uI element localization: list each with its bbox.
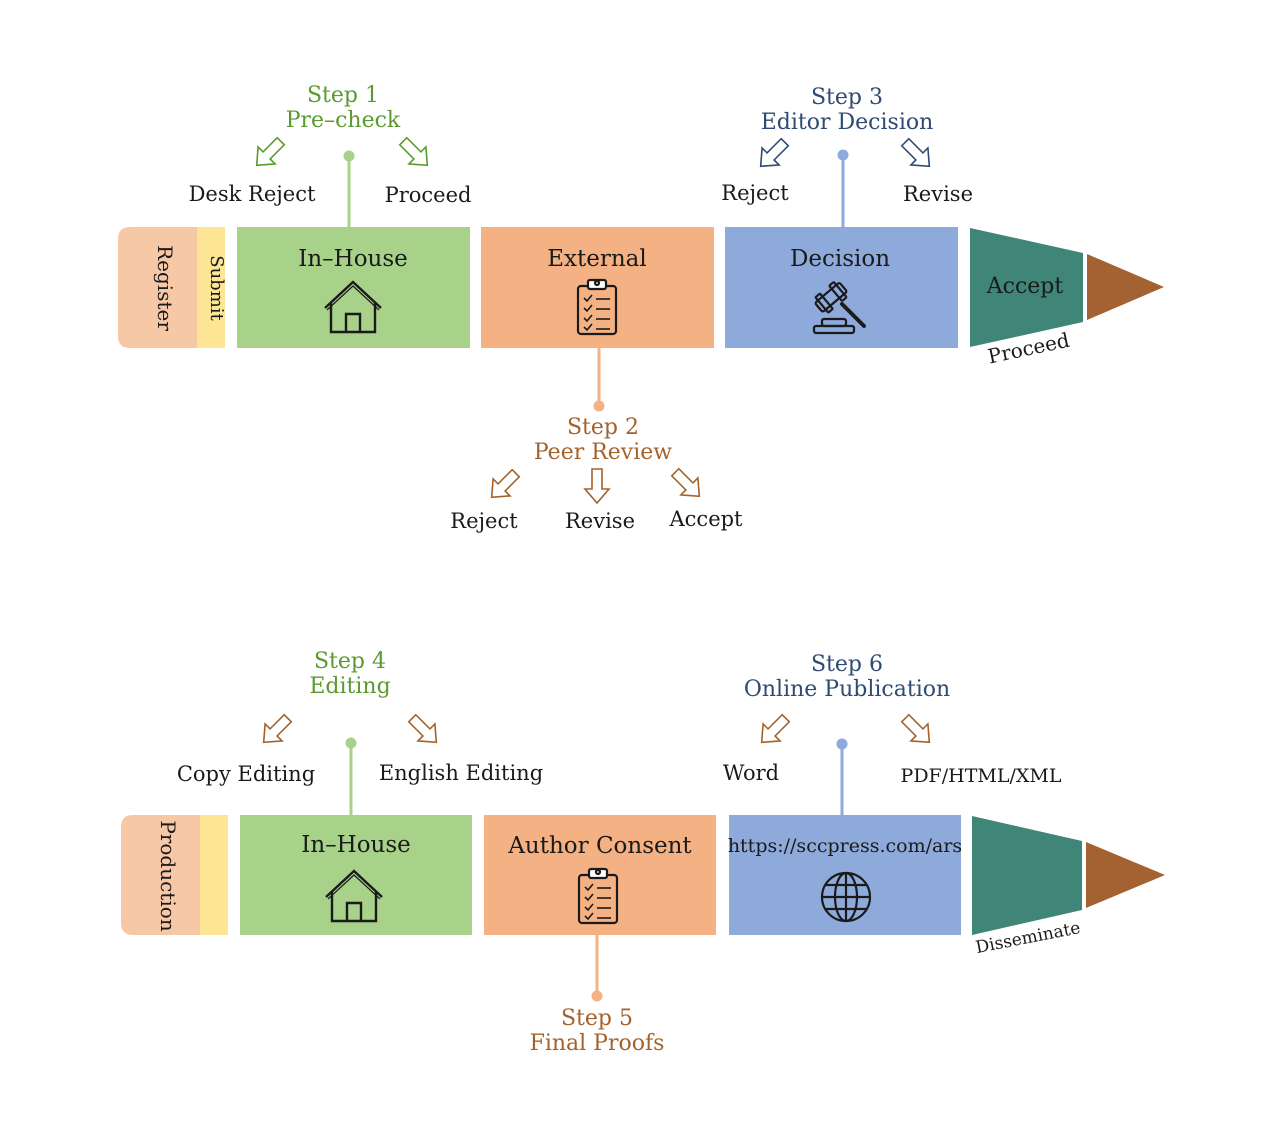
url-label: https://sccpress.com/ars (728, 835, 962, 857)
step1-dot (343, 150, 355, 162)
step1-right-label: Proceed (385, 183, 472, 207)
author-consent-label: Author Consent (507, 833, 692, 859)
register-block (118, 227, 197, 348)
accept-label: Accept (986, 274, 1064, 299)
decision-label: Decision (790, 246, 890, 272)
step2-right-label: Accept (669, 507, 744, 531)
step1-callout: Step 1 Pre–check Desk Reject Proceed (189, 83, 472, 227)
arrow-icon (895, 132, 939, 176)
submit-block (197, 227, 225, 348)
inhouse-label: In–House (298, 246, 408, 272)
step3-subtitle: Editor Decision (761, 110, 934, 135)
step5-subtitle: Final Proofs (530, 1031, 665, 1056)
step1-left-label: Desk Reject (189, 182, 316, 206)
step6-dot (836, 738, 848, 750)
row1-pencil: Register Submit In–House External Decisi… (118, 227, 1164, 368)
step4-left-label: Copy Editing (177, 762, 315, 786)
submit-label: Submit (206, 255, 227, 321)
arrow-icon (254, 708, 298, 752)
row2-pencil: Production In–House Author Consent https… (121, 815, 1165, 958)
step6-subtitle: Online Publication (744, 677, 950, 702)
step2-middle-label: Revise (565, 509, 635, 533)
arrow-icon (247, 131, 291, 175)
step2-callout: Step 2 Peer Review Reject Revise Accept (450, 348, 743, 533)
arrow-icon (482, 463, 526, 507)
step1-subtitle: Pre–check (286, 108, 401, 133)
production-label: Production (156, 820, 180, 931)
inhouse-label-2: In–House (301, 832, 411, 858)
arrow-icon (665, 462, 709, 506)
step6-title: Step 6 (811, 652, 883, 677)
step2-left-label: Reject (450, 509, 518, 533)
step2-title: Step 2 (567, 415, 639, 440)
arrow-icon (751, 132, 795, 176)
step4-subtitle: Editing (309, 674, 390, 699)
production-block (121, 815, 200, 935)
step3-title: Step 3 (811, 85, 883, 110)
step2-dot (593, 400, 605, 412)
arrow-icon (402, 708, 446, 752)
globe-icon (820, 871, 872, 923)
step3-callout: Step 3 Editor Decision Reject Revise (721, 85, 973, 227)
production-stripe (200, 815, 228, 935)
step6-right-label: PDF/HTML/XML (901, 765, 1062, 787)
pencil-lead (1087, 254, 1164, 320)
step3-dot (837, 149, 849, 161)
inhouse-block-2 (240, 815, 472, 935)
step5-callout: Step 5 Final Proofs (530, 935, 665, 1056)
step5-title: Step 5 (561, 1006, 633, 1031)
arrow-icon (895, 708, 939, 752)
arrow-icon (584, 468, 610, 504)
step4-callout: Step 4 Editing Copy Editing English Edit… (177, 649, 543, 815)
arrow-icon (393, 131, 437, 175)
external-label: External (547, 246, 647, 272)
disseminate-wedge (972, 816, 1082, 935)
step6-callout: Step 6 Online Publication Word PDF/HTML/… (723, 652, 1062, 815)
accept-wedge (970, 228, 1083, 347)
step3-right-label: Revise (903, 182, 973, 206)
step4-right-label: English Editing (379, 761, 543, 785)
inhouse-block (237, 227, 470, 348)
step5-dot (591, 990, 603, 1002)
step4-title: Step 4 (314, 649, 386, 674)
step4-dot (345, 737, 357, 749)
step1-title: Step 1 (307, 83, 379, 108)
step6-left-label: Word (723, 761, 779, 785)
register-label: Register (153, 245, 177, 331)
arrow-icon (752, 708, 796, 752)
pencil-lead-2 (1086, 842, 1165, 908)
step3-left-label: Reject (721, 181, 789, 205)
decision-block (725, 227, 958, 348)
step2-subtitle: Peer Review (534, 440, 672, 465)
